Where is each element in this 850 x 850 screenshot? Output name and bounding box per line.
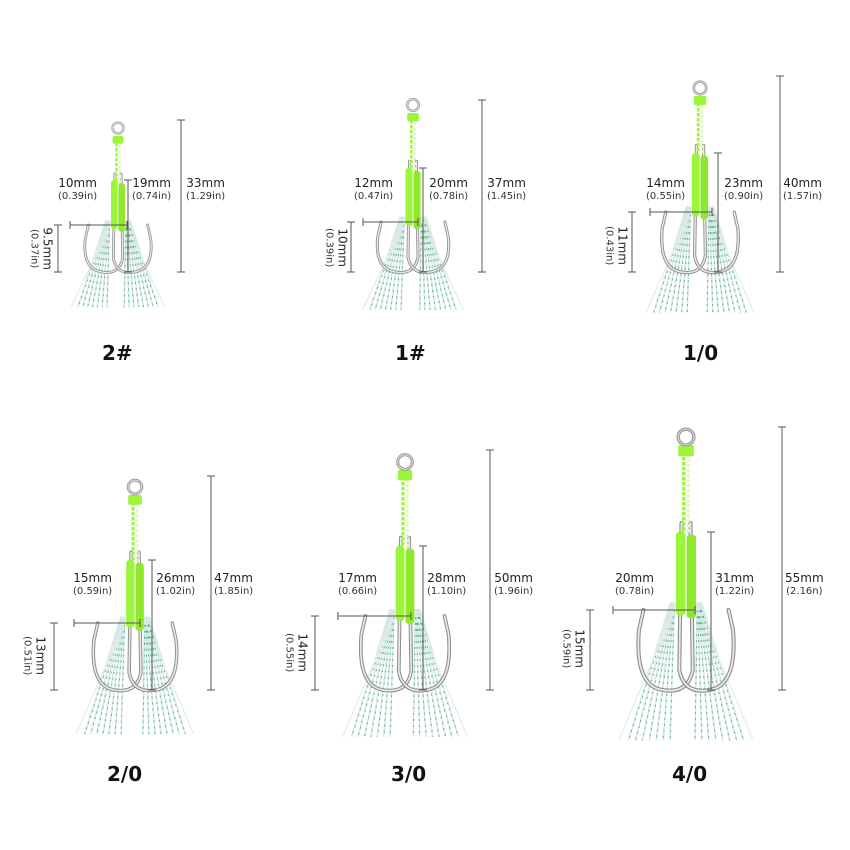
total-length-label-in: (1.29in) <box>186 190 226 202</box>
gap-width-label-in: (0.39in) <box>58 190 98 202</box>
shank-length-label-mm: 26mm <box>156 571 195 585</box>
hook-size-label: 4/0 <box>672 762 708 786</box>
gap-width-label-mm: 12mm <box>354 176 393 190</box>
shank-length-label-in: (1.10in) <box>427 585 467 597</box>
gap-width-label-mm: 10mm <box>58 176 97 190</box>
hook-size-label: 1# <box>395 341 426 365</box>
shank-length-label: 19mm(0.74in) <box>132 176 172 202</box>
gap-width-label-mm: 17mm <box>338 571 377 585</box>
total-length-label: 47mm(1.85in) <box>214 571 254 597</box>
shank-length-label-in: (0.74in) <box>132 190 172 202</box>
gap-width-label: 15mm(0.59in) <box>73 571 113 597</box>
gap-width-label-mm: 14mm <box>646 176 685 190</box>
hook-size-label: 2# <box>102 341 133 365</box>
total-length-label-mm: 40mm <box>783 176 822 190</box>
total-length-label-in: (1.96in) <box>494 585 534 597</box>
gap-width-label-mm: 20mm <box>615 571 654 585</box>
gap-width-label: 10mm(0.39in) <box>58 176 98 202</box>
total-length-label-in: (2.16n) <box>786 585 823 597</box>
total-length-label-in: (1.45in) <box>487 190 527 202</box>
gap-width-label-in: (0.47in) <box>354 190 394 202</box>
total-length-label: 40mm(1.57in) <box>783 176 823 202</box>
gape-height-label: 15mm(0.59in) <box>560 621 587 677</box>
total-length-label-in: (1.57in) <box>783 190 823 202</box>
shank-length-label: 23mm(0.90in) <box>724 176 764 202</box>
shank-length-label: 26mm(1.02in) <box>156 571 196 597</box>
total-length-label-mm: 47mm <box>214 571 253 585</box>
shank-length-label-in: (0.90in) <box>724 190 764 202</box>
hook-size-label: 2/0 <box>107 762 143 786</box>
shank-length-label-mm: 19mm <box>132 176 171 190</box>
gape-height-label-in: (0.59in) <box>560 629 572 669</box>
gap-width-label: 20mm(0.78in) <box>615 571 655 597</box>
total-length-label-mm: 50mm <box>494 571 533 585</box>
hook-size-label: 1/0 <box>683 341 719 365</box>
gap-width-label: 14mm(0.55in) <box>646 176 686 202</box>
gape-height-label-mm: 15mm <box>572 629 587 668</box>
shank-length-label-in: (1.22in) <box>715 585 755 597</box>
shank-length-label-in: (1.02in) <box>156 585 196 597</box>
gap-width-label-mm: 15mm <box>73 571 112 585</box>
total-length-label: 55mm(2.16n) <box>785 571 824 597</box>
gap-width-label-in: (0.78in) <box>615 585 655 597</box>
shank-length-label: 28mm(1.10in) <box>427 571 467 597</box>
gap-width-label: 12mm(0.47in) <box>354 176 394 202</box>
shank-length-label-in: (0.78in) <box>429 190 469 202</box>
shank-length-label: 31mm(1.22in) <box>715 571 755 597</box>
shank-length-label-mm: 31mm <box>715 571 754 585</box>
gap-width-label: 17mm(0.66in) <box>338 571 378 597</box>
shank-length-label: 20mm(0.78in) <box>429 176 469 202</box>
gap-width-label-in: (0.59in) <box>73 585 113 597</box>
total-length-label: 37mm(1.45in) <box>487 176 527 202</box>
shank-length-label-mm: 20mm <box>429 176 468 190</box>
total-length-label-mm: 37mm <box>487 176 526 190</box>
total-length-label-in: (1.85in) <box>214 585 254 597</box>
total-length-label-mm: 33mm <box>186 176 225 190</box>
shank-length-label-mm: 28mm <box>427 571 466 585</box>
total-length-label-mm: 55mm <box>785 571 824 585</box>
gap-width-label-in: (0.66in) <box>338 585 378 597</box>
total-length-label: 50mm(1.96in) <box>494 571 534 597</box>
gap-width-label-in: (0.55in) <box>646 190 686 202</box>
shank-length-label-mm: 23mm <box>724 176 763 190</box>
total-length-label: 33mm(1.29in) <box>186 176 226 202</box>
hook-size-label: 3/0 <box>391 762 427 786</box>
